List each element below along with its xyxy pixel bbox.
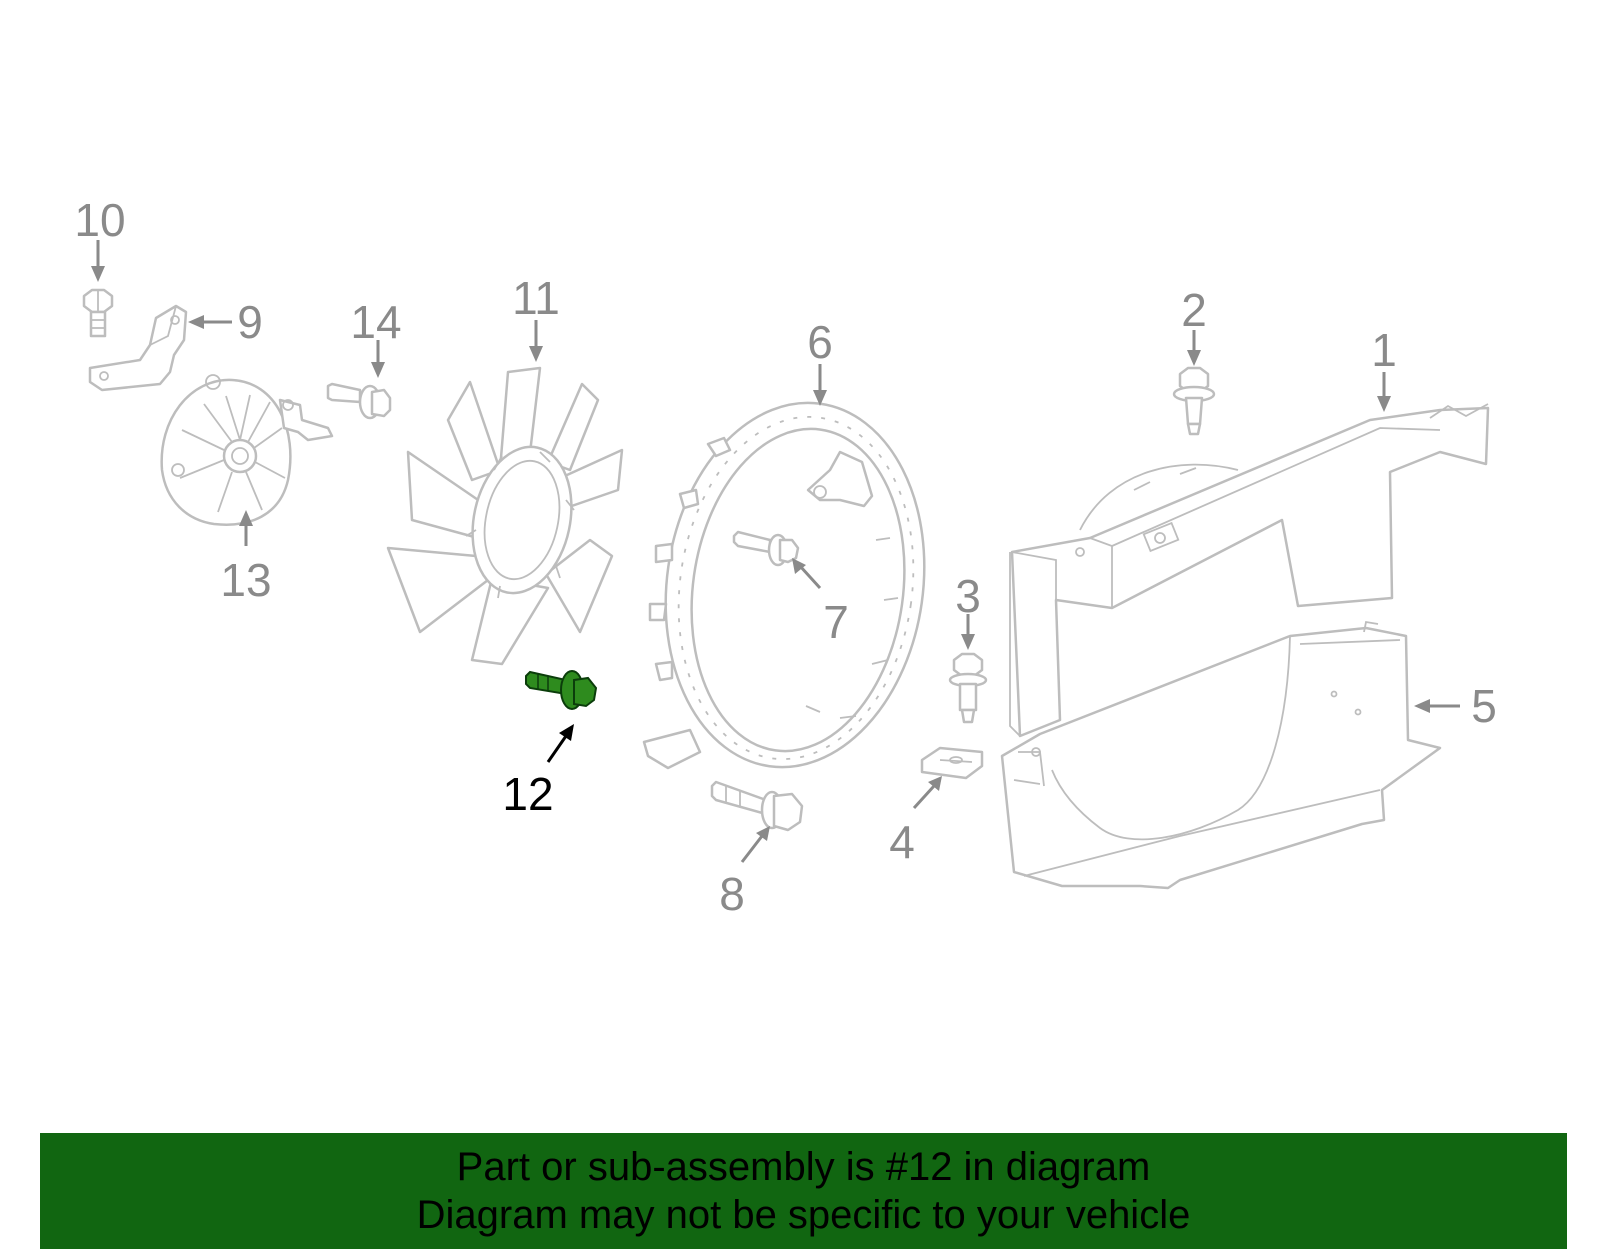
part-14-bolt[interactable]: [326, 382, 392, 420]
callout-label-9[interactable]: 9: [237, 296, 263, 348]
part-5-lower-shroud[interactable]: [1000, 620, 1442, 890]
part-2-bolt[interactable]: [1172, 366, 1216, 436]
callout-label-11[interactable]: 11: [512, 272, 560, 324]
callout-label-1[interactable]: 1: [1371, 324, 1397, 376]
part-10-bolt[interactable]: [82, 288, 114, 338]
callout-label-8[interactable]: 8: [719, 868, 745, 920]
callout-labels: 1 2 3 4 5 6 7 8 9 10 11 12 13 14: [74, 194, 1496, 920]
part-11-fan-blade[interactable]: [386, 366, 624, 666]
part-9-bracket[interactable]: [88, 304, 188, 392]
callout-label-4[interactable]: 4: [889, 816, 915, 868]
banner-line-part-number: Part or sub-assembly is #12 in diagram: [456, 1145, 1151, 1189]
callout-label-13[interactable]: 13: [220, 554, 271, 606]
callout-label-7[interactable]: 7: [823, 596, 849, 648]
callout-arrows: [91, 240, 1460, 863]
callout-label-5[interactable]: 5: [1471, 680, 1497, 732]
part-6-shroud-ring[interactable]: [642, 386, 947, 784]
callout-label-10[interactable]: 10: [74, 194, 125, 246]
callout-label-12[interactable]: 12: [502, 768, 553, 820]
part-8-bolt[interactable]: [710, 780, 804, 832]
banner-line-disclaimer: Diagram may not be specific to your vehi…: [416, 1193, 1191, 1237]
part-3-bolt[interactable]: [948, 652, 988, 724]
callout-label-2[interactable]: 2: [1181, 284, 1207, 336]
part-1-upper-shroud[interactable]: [1009, 403, 1490, 738]
callout-label-3[interactable]: 3: [955, 570, 981, 622]
part-4-clip-nut[interactable]: [920, 746, 984, 780]
part-7-bolt[interactable]: [732, 530, 800, 567]
part-12-bolt-highlighted[interactable]: [525, 670, 598, 710]
callout-label-6[interactable]: 6: [807, 316, 833, 368]
info-banner: Part or sub-assembly is #12 in diagram D…: [40, 1133, 1567, 1249]
callout-label-14[interactable]: 14: [350, 296, 401, 348]
part-13-fan-clutch[interactable]: [160, 374, 334, 526]
